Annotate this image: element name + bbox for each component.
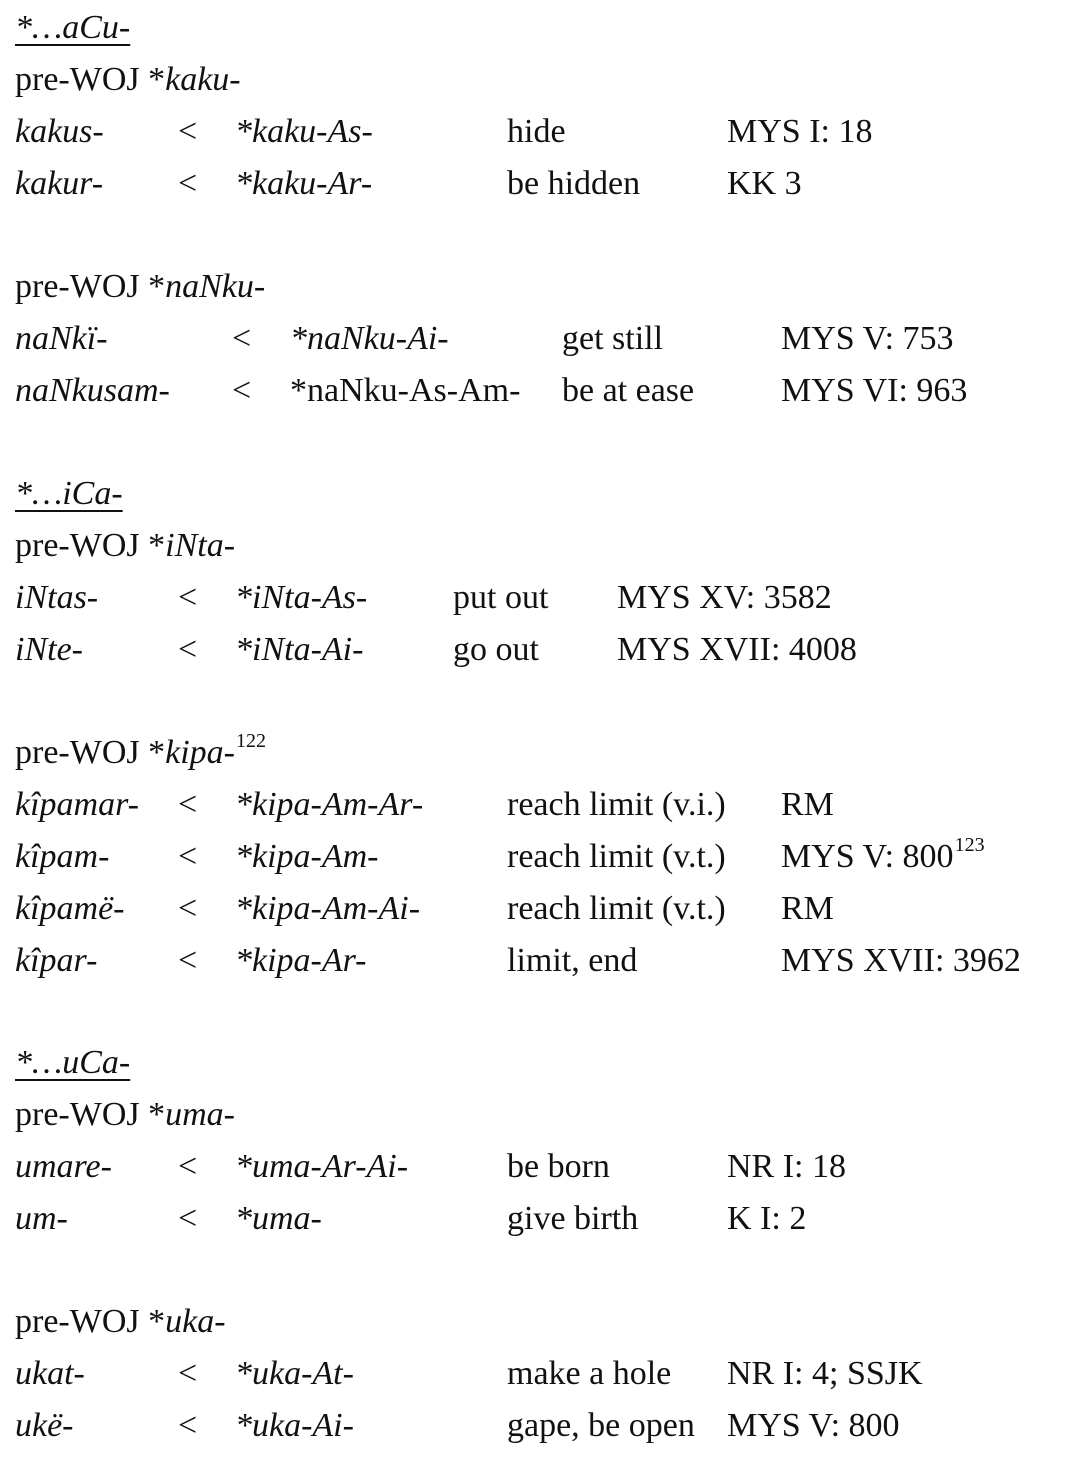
- entry-source: *kipa-Am-: [235, 838, 379, 875]
- entry-ref: MYS VI: 963: [781, 372, 968, 409]
- entry-source: *kipa-Am-Ai-: [235, 890, 421, 927]
- entry-form: um-: [15, 1200, 68, 1237]
- entry-gloss: reach limit (v.i.): [507, 786, 726, 823]
- section-header-text: *…uCa-: [15, 1044, 131, 1081]
- entry-arrow: <: [178, 1200, 198, 1237]
- entry-ref: MYS XVII: 4008: [617, 631, 857, 668]
- entry-arrow: <: [232, 320, 252, 357]
- group-root: uka-: [165, 1303, 226, 1340]
- entry-ref: MYS XV: 3582: [617, 579, 832, 616]
- group-prefix: pre-WOJ *: [15, 268, 166, 305]
- entry-ref: RM: [781, 890, 834, 927]
- entry-gloss: limit, end: [507, 942, 638, 979]
- entry-form: kîpam-: [15, 838, 110, 875]
- entry-gloss: get still: [562, 320, 664, 357]
- entry-arrow: <: [178, 1407, 198, 1444]
- entry-ref: MYS XVII: 3962: [781, 942, 1021, 979]
- entry-gloss: go out: [453, 631, 539, 668]
- entry-form: kakur-: [15, 165, 104, 202]
- entry-gloss: gape, be open: [507, 1407, 695, 1444]
- footnote-marker: 123: [954, 834, 985, 856]
- entry-gloss: make a hole: [507, 1355, 672, 1392]
- entry-gloss: put out: [453, 579, 549, 616]
- entry-arrow: <: [178, 838, 198, 875]
- section-header-text: *…aCu-: [15, 9, 131, 46]
- entry-ref: K I: 2: [727, 1200, 807, 1237]
- entry-source: *uka-Ai-: [235, 1407, 354, 1444]
- entry-gloss: reach limit (v.t.): [507, 890, 726, 927]
- entry-arrow: <: [178, 113, 198, 150]
- group-prefix: pre-WOJ *: [15, 527, 166, 564]
- entry-form: iNte-: [15, 631, 83, 668]
- group-prefix: pre-WOJ *: [15, 734, 166, 771]
- entry-ref: NR I: 18: [727, 1148, 846, 1185]
- entry-arrow: <: [178, 579, 198, 616]
- entry-ref: RM: [781, 786, 834, 823]
- entry-ref: NR I: 4; SSJK: [727, 1355, 923, 1392]
- entry-gloss: give birth: [507, 1200, 639, 1237]
- entry-form: iNtas-: [15, 579, 99, 616]
- entry-ref: MYS V: 800: [727, 1407, 900, 1444]
- entry-arrow: <: [178, 890, 198, 927]
- entry-ref: MYS V: 753: [781, 320, 954, 357]
- entry-form: naNkï-: [15, 320, 108, 357]
- entry-arrow: <: [178, 786, 198, 823]
- entry-gloss: hide: [507, 113, 566, 150]
- entry-arrow: <: [178, 165, 198, 202]
- group-root: kipa-: [165, 734, 235, 771]
- entry-form: kakus-: [15, 113, 104, 150]
- group-prefix: pre-WOJ *: [15, 1096, 166, 1133]
- entry-arrow: <: [178, 942, 198, 979]
- entry-source: *iNta-As-: [235, 579, 368, 616]
- entry-source: *kaku-Ar-: [235, 165, 373, 202]
- entry-form: kîpamë-: [15, 890, 125, 927]
- group-root: naNku-: [165, 268, 266, 305]
- entry-gloss: be at ease: [562, 372, 695, 409]
- entry-arrow: <: [178, 1148, 198, 1185]
- entry-ref: KK 3: [727, 165, 802, 202]
- group-root: uma-: [165, 1096, 236, 1133]
- entry-source: *kipa-Am-Ar-: [235, 786, 424, 823]
- entry-gloss: be hidden: [507, 165, 641, 202]
- entry-source: *uma-Ar-Ai-: [235, 1148, 409, 1185]
- entry-arrow: <: [178, 1355, 198, 1392]
- section-header-text: *…iCa-: [15, 475, 123, 512]
- entry-source: *kaku-As-: [235, 113, 373, 150]
- entry-form: kîpamar-: [15, 786, 139, 823]
- entry-form: kîpar-: [15, 942, 98, 979]
- entry-arrow: <: [178, 631, 198, 668]
- entry-source: *naNku-As-Am-: [290, 372, 521, 409]
- group-root: kaku-: [165, 61, 241, 98]
- footnote-marker: 122: [235, 730, 266, 752]
- group-prefix: pre-WOJ *: [15, 61, 166, 98]
- entry-form: ukë-: [15, 1407, 74, 1444]
- entry-form: naNkusam-: [15, 372, 170, 409]
- entry-source: *naNku-Ai-: [290, 320, 449, 357]
- entry-ref: MYS I: 18: [727, 113, 873, 150]
- group-prefix: pre-WOJ *: [15, 1303, 166, 1340]
- entry-gloss: reach limit (v.t.): [507, 838, 726, 875]
- entry-form: ukat-: [15, 1355, 85, 1392]
- group-root: iNta-: [165, 527, 236, 564]
- entry-source: *kipa-Ar-: [235, 942, 367, 979]
- entry-source: *iNta-Ai-: [235, 631, 364, 668]
- entry-form: umare-: [15, 1148, 112, 1185]
- entry-source: *uma-: [235, 1200, 322, 1237]
- entry-arrow: <: [232, 372, 252, 409]
- entry-gloss: be born: [507, 1148, 610, 1185]
- entry-source: *uka-At-: [235, 1355, 354, 1392]
- entry-ref: MYS V: 800: [781, 838, 954, 875]
